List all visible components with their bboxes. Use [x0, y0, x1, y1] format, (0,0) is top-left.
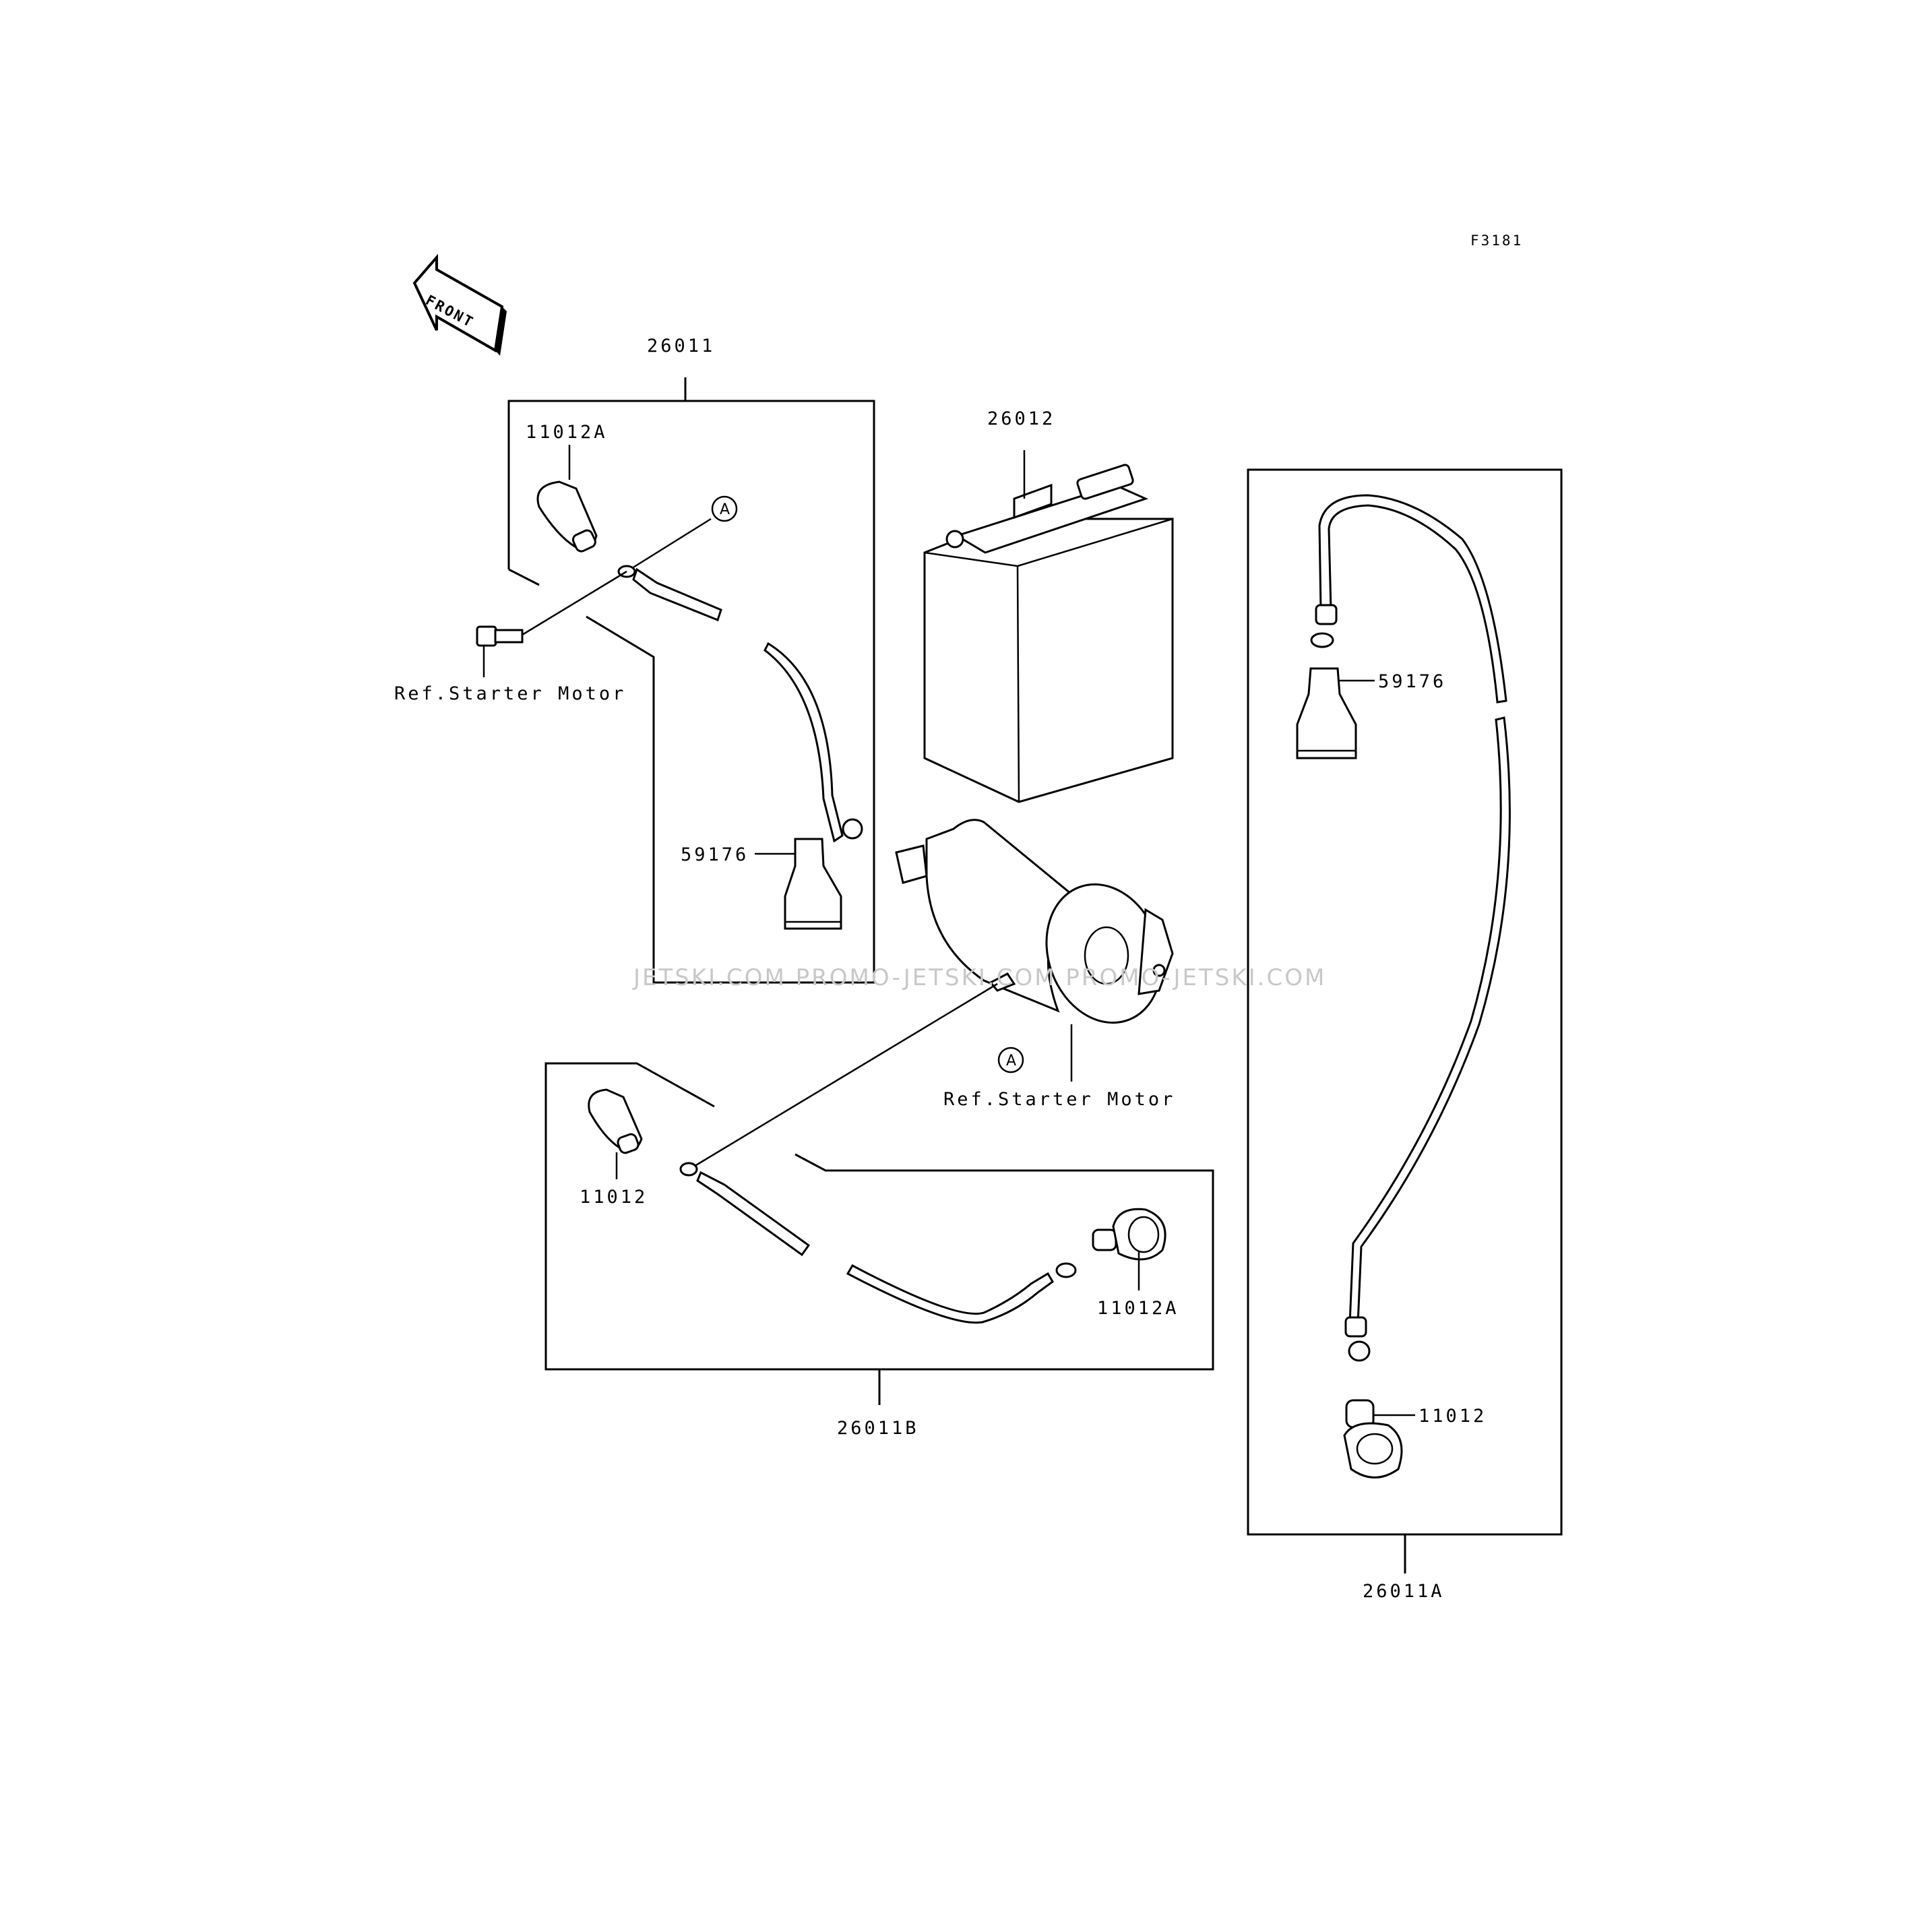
- box-26011a: [1247, 468, 1563, 1536]
- terminal-cap-11012a-bottom: [1092, 1208, 1166, 1261]
- label-11012-right: 11012: [1419, 1406, 1487, 1427]
- label-ref-starter-left: Ref.Starter Motor: [394, 683, 626, 704]
- boot-59176-left: [784, 838, 842, 930]
- label-26011a: 26011A: [1363, 1581, 1445, 1602]
- watermark: JETSKI.COM PROMO-JETSKI.COM PROMO-JETSKI…: [632, 964, 1326, 991]
- terminal-cap-11012-right: [1343, 1399, 1403, 1478]
- label-11012a-top: 11012A: [526, 422, 608, 443]
- cable-26011-group: 26011 11012A A Ref.Starter Motor: [394, 336, 875, 984]
- terminal-cap-11012-left: [588, 1088, 643, 1154]
- box-26011: [507, 400, 875, 984]
- bolt-icon: [476, 570, 627, 647]
- boot-59176-right: [1296, 667, 1357, 759]
- label-11012a-bottom: 11012A: [1097, 1298, 1179, 1319]
- label-26012: 26012: [987, 408, 1055, 429]
- battery-26012: 26012: [923, 408, 1174, 803]
- label-ref-starter-center: Ref.Starter Motor: [943, 1089, 1175, 1110]
- marker-a-top: A: [720, 501, 730, 518]
- drawing-code: F3181: [1470, 232, 1523, 249]
- marker-a-bottom: A: [1006, 1053, 1016, 1069]
- front-arrow-icon: FRONT: [412, 253, 507, 356]
- cable-26011b-group: 26011B 11012 11012A: [544, 983, 1214, 1439]
- starter-motor: Ref.Starter Motor A: [895, 819, 1175, 1110]
- label-59176-left: 59176: [681, 844, 749, 865]
- label-11012-left: 11012: [580, 1187, 648, 1208]
- label-26011b: 26011B: [837, 1418, 919, 1439]
- label-59176-right: 59176: [1378, 671, 1446, 692]
- terminal-cap-11012a-top: [536, 480, 598, 553]
- label-26011: 26011: [647, 336, 715, 356]
- cable-26011a-group: 26011A 59176 11012: [1247, 468, 1563, 1602]
